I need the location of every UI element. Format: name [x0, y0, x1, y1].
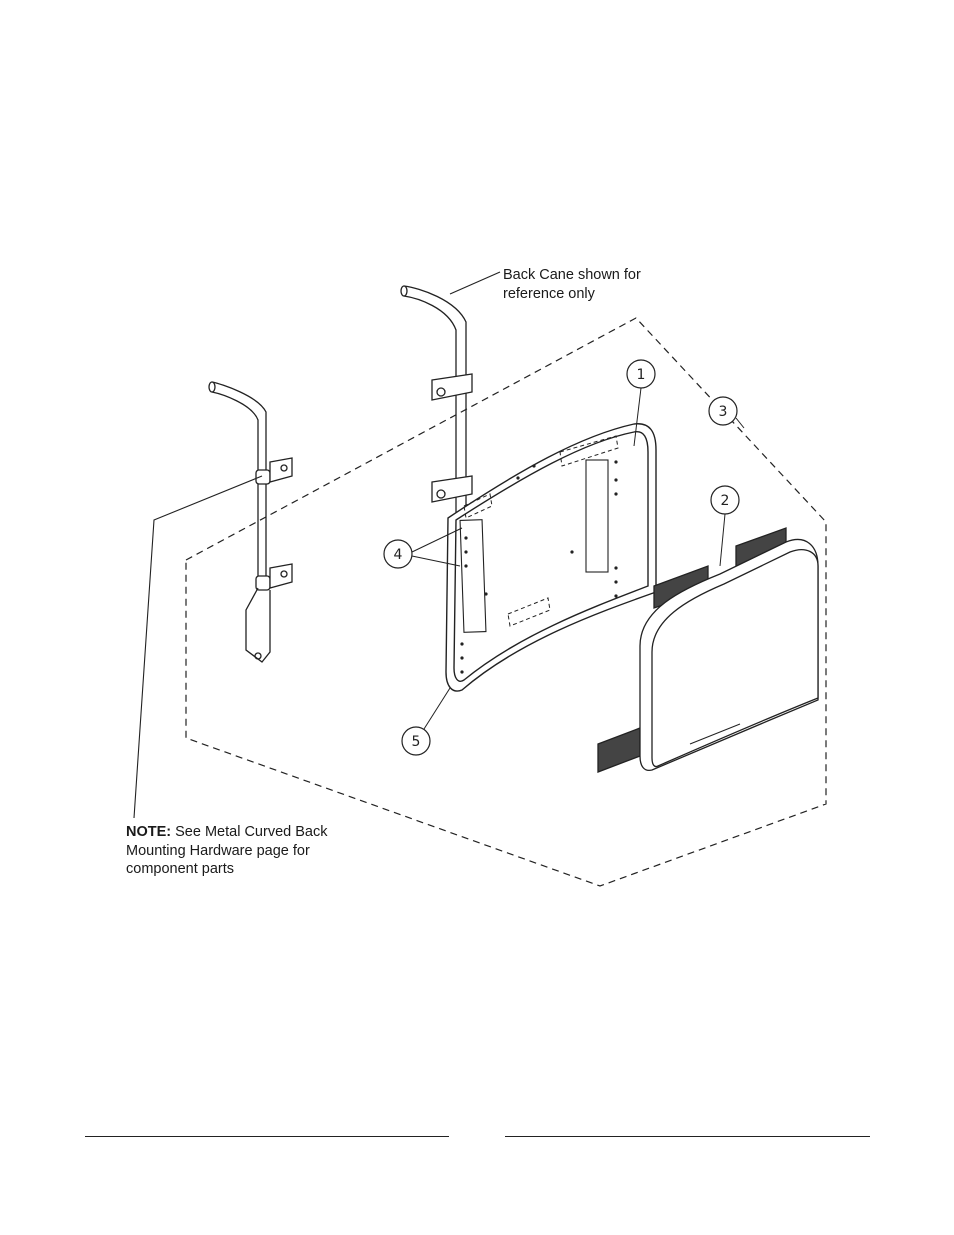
callout-2: 2 — [710, 485, 740, 567]
reference-back-cane — [400, 285, 473, 540]
footer-rule-right — [505, 1136, 870, 1137]
callout-4: 4 — [383, 527, 463, 569]
callout-5-label: 5 — [412, 734, 421, 750]
callout-5: 5 — [401, 687, 451, 756]
note-line-1-text: See Metal Curved Back — [171, 824, 328, 840]
back-cane-leader-line — [449, 271, 501, 295]
curved-back-shell — [445, 423, 657, 692]
back-shell-mounting-holes — [460, 460, 618, 674]
back-cane-note-line-2: reference only — [503, 285, 595, 302]
callout-1-label: 1 — [637, 367, 646, 383]
hardware-note-line-3: component parts — [126, 861, 235, 877]
assembly-boundary-dashed — [185, 317, 827, 887]
callout-3-label: 3 — [719, 404, 728, 420]
callout-4-label: 4 — [394, 547, 403, 563]
callout-1: 1 — [626, 359, 656, 447]
note-leader-line — [133, 475, 263, 819]
note-label: NOTE: — [126, 824, 172, 840]
callout-3: 3 — [708, 396, 745, 429]
callout-2-label: 2 — [721, 493, 730, 509]
hardware-note-line-1: NOTE: See Metal Curved Back — [126, 823, 327, 842]
back-upholstery-pad — [597, 527, 819, 773]
footer-rule-left — [85, 1136, 449, 1137]
hardware-note: NOTE: See Metal Curved Back Mounting Har… — [126, 823, 327, 879]
left-back-cane — [208, 381, 293, 663]
back-cane-reference-note: Back Cane shown for reference only — [503, 266, 641, 303]
hardware-note-line-2: Mounting Hardware page for — [126, 842, 310, 859]
back-cane-note-line-1: Back Cane shown for — [503, 267, 641, 283]
